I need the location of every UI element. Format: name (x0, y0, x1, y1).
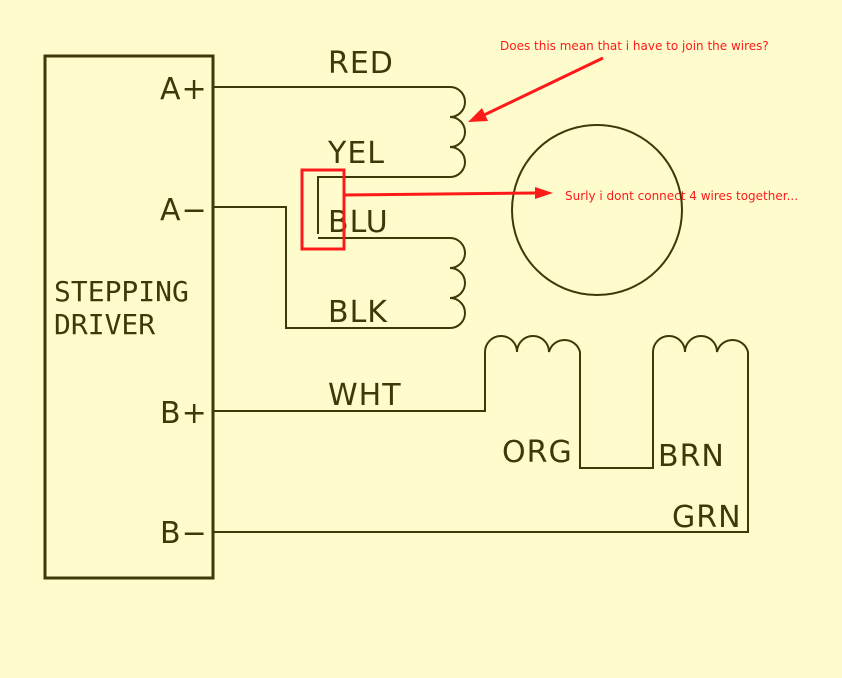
terminal-b-minus: B− (160, 516, 208, 551)
motor-rotor-circle (511, 124, 683, 296)
driver-title-line2: DRIVER (54, 308, 155, 341)
arrow-1-head (468, 108, 488, 122)
label-yel: YEL (327, 136, 385, 171)
terminal-b-plus: B+ (160, 396, 208, 431)
label-org: ORG (502, 435, 573, 470)
wire-red (213, 86, 466, 234)
wire-wht-org-brn-grn (213, 335, 749, 533)
highlight-box (300, 168, 346, 251)
label-red: RED (328, 46, 394, 81)
terminal-a-minus: A− (160, 193, 208, 228)
label-brn: BRN (658, 439, 725, 474)
label-blu: BLU (328, 205, 389, 240)
arrow-1-line (481, 56, 604, 118)
arrow-2-head (535, 187, 553, 199)
driver-title-line1: STEPPING (54, 275, 189, 308)
label-grn: GRN (672, 500, 742, 535)
annotation-question-1: Does this mean that i have to join the w… (500, 39, 769, 53)
terminal-a-plus: A+ (160, 72, 208, 107)
stepping-driver-box (43, 54, 215, 580)
label-blk: BLK (328, 295, 388, 330)
wire-blk (213, 206, 466, 329)
label-wht: WHT (328, 378, 402, 413)
arrow-2-line (343, 191, 537, 197)
annotation-question-2: Surly i dont connect 4 wires together... (565, 189, 798, 203)
